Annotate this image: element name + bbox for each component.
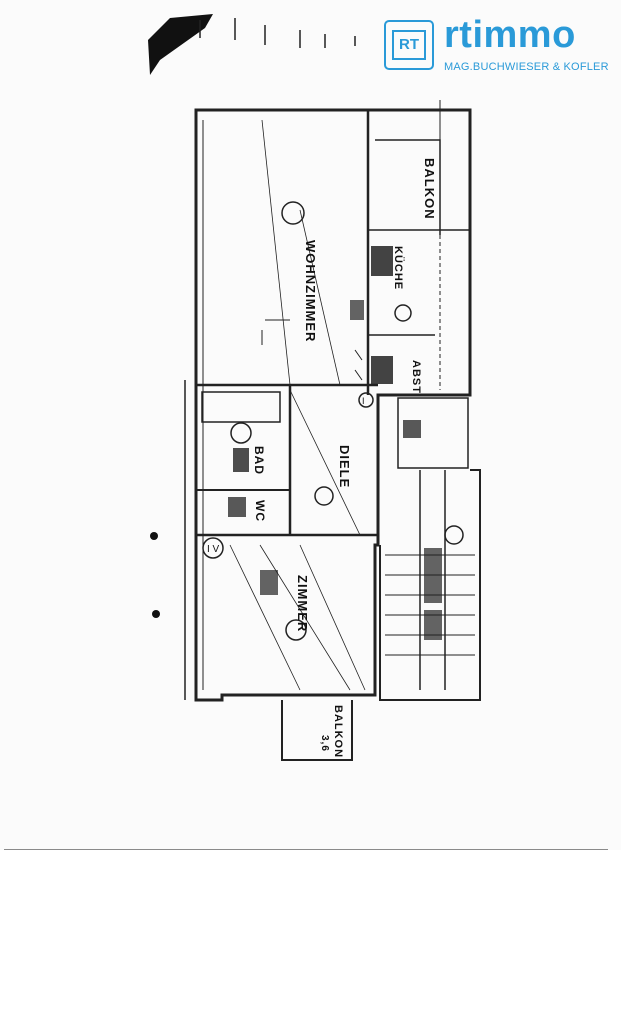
room-markers — [202, 201, 464, 641]
plan-linework — [184, 18, 481, 761]
marker-roman-one: I — [362, 396, 365, 406]
logo-subline: MAG.BUCHWIESER & KOFLER — [444, 61, 609, 73]
scan-shadow — [148, 14, 213, 75]
page-divider — [4, 849, 608, 850]
punch-hole-mark — [152, 610, 160, 618]
logo-mark-icon: RT — [384, 20, 434, 70]
room-label-diele: DIELE — [337, 445, 352, 488]
room-label-balkon-bottom: BALKON — [332, 705, 344, 758]
scan-sheet — [0, 0, 621, 850]
room-label-kueche: KÜCHE — [392, 246, 405, 290]
logo-wordmark: rtimmo — [444, 14, 576, 56]
room-label-balkon-top: BALKON — [422, 158, 437, 220]
logo-mark-letters: RT — [392, 30, 426, 60]
punch-hole-mark — [150, 532, 158, 540]
floor-plan: WOHNZIMMER KÜCHE BALKON ABST DIELE BAD W… — [148, 14, 481, 761]
room-label-bad: BAD — [252, 446, 266, 475]
balkon-bottom-area: 3,6 — [319, 735, 330, 752]
room-label-abstell: ABST — [410, 360, 422, 394]
room-label-zimmer: ZIMMER — [295, 575, 310, 632]
marker-roman-four: I V — [207, 544, 220, 555]
fixtures — [228, 246, 442, 640]
rtimmo-logo: RT rtimmo MAG.BUCHWIESER & KOFLER — [384, 14, 609, 80]
room-label-wc: WC — [253, 500, 267, 522]
room-label-wohnzimmer: WOHNZIMMER — [303, 240, 318, 342]
